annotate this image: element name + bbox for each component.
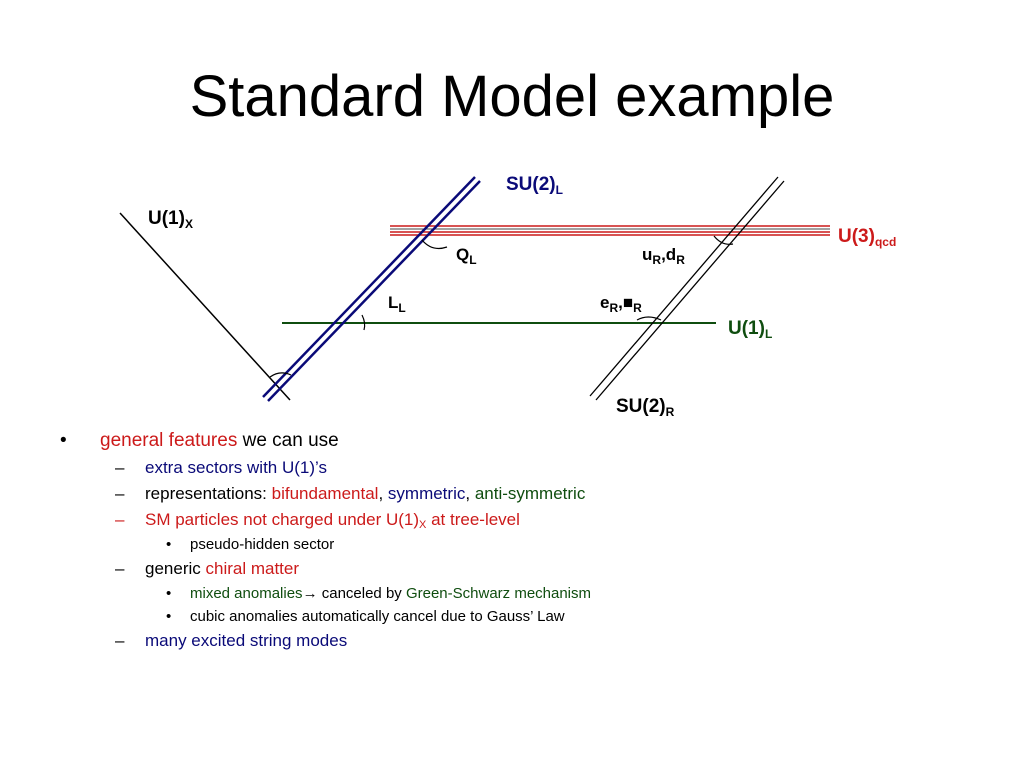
bullet-text: , — [378, 484, 388, 503]
bullet-mark: – — [115, 458, 125, 477]
bullet-text-highlight: chiral matter — [205, 559, 300, 578]
label-er-nr: eR,■R — [600, 293, 642, 315]
bullet-general-features: • general features we can use — [60, 428, 1000, 454]
angle-arc-ll — [361, 314, 366, 331]
bullet-text-highlight: mixed anomalies — [190, 585, 303, 602]
u1-x-brane — [119, 212, 291, 401]
bullet-text: pseudo-hidden sector — [190, 536, 335, 553]
bullet-mark: – — [115, 631, 125, 650]
bullet-pseudo-hidden: • pseudo-hidden sector — [60, 534, 1000, 555]
label-su2-l: SU(2)L — [506, 174, 563, 197]
label-q-l: QL — [456, 245, 477, 267]
bullet-representations: – representations: bifundamental, symmet… — [60, 482, 1000, 506]
bullet-text: extra sectors with U(1)’s — [145, 458, 328, 477]
bullet-text: generic — [145, 559, 206, 578]
label-u1-l: U(1)L — [728, 318, 773, 341]
bullet-mark: • — [60, 430, 67, 451]
angle-arc-ql — [421, 239, 448, 250]
label-l-l: LL — [388, 293, 406, 315]
label-u3-qcd: U(3)qcd — [838, 226, 897, 249]
bullet-mark: – — [115, 484, 125, 503]
su2-r-brane-stack — [589, 176, 785, 401]
label-ur-dr: uR,dR — [642, 245, 685, 267]
slide-title: Standard Model example — [189, 64, 835, 129]
angle-arc-urdr — [713, 235, 734, 245]
bullet-text-symmetric: symmetric — [387, 484, 466, 503]
label-su2-r: SU(2)R — [616, 396, 675, 419]
bullet-mark: • — [166, 585, 172, 602]
bullet-text-highlight: general features — [100, 430, 238, 451]
bullet-mark: • — [166, 536, 172, 553]
u3-qcd-brane-stack — [390, 225, 830, 236]
bullet-list: • general features we can use – extra se… — [60, 428, 1000, 655]
label-u1-x: U(1)X — [148, 208, 193, 231]
bullet-text: at tree-level — [426, 510, 520, 529]
bullet-text-highlight: Green-Schwarz mechanism — [405, 585, 592, 602]
angle-arc-u1x — [269, 372, 292, 378]
bullet-sm-particles: – SM particles not charged under U(1)X a… — [60, 508, 1000, 532]
bullet-text: cubic anomalies automatically cancel due… — [190, 608, 565, 625]
bullet-subscript: X — [419, 519, 427, 531]
bullet-text: we can use — [237, 430, 339, 451]
bullet-chiral-matter: – generic chiral matter — [60, 557, 1000, 581]
angle-arc-ernr — [636, 316, 662, 321]
bullet-text-bifundamental: bifundamental — [271, 484, 379, 503]
bullet-mark: • — [166, 608, 172, 625]
bullet-extra-sectors: – extra sectors with U(1)’s — [60, 456, 1000, 480]
bullet-cubic-anomalies: • cubic anomalies automatically cancel d… — [60, 606, 1000, 627]
bullet-text: many excited string modes — [145, 631, 348, 650]
su2-l-brane-stack — [262, 176, 481, 402]
bullet-mixed-anomalies: • mixed anomalies→ canceled by Green-Sch… — [60, 583, 1000, 604]
bullet-mark: – — [115, 559, 125, 578]
bullet-text: canceled by — [317, 585, 406, 602]
bullet-text: SM particles not charged under U(1) — [145, 510, 420, 529]
bullet-text-anti-symmetric: anti-symmetric — [474, 484, 586, 503]
bullet-text: representations: — [145, 484, 272, 503]
bullet-mark: – — [115, 510, 125, 529]
arrow-right-icon: → — [302, 585, 318, 602]
bullet-text: , — [465, 484, 475, 503]
bullet-string-modes: – many excited string modes — [60, 629, 1000, 653]
